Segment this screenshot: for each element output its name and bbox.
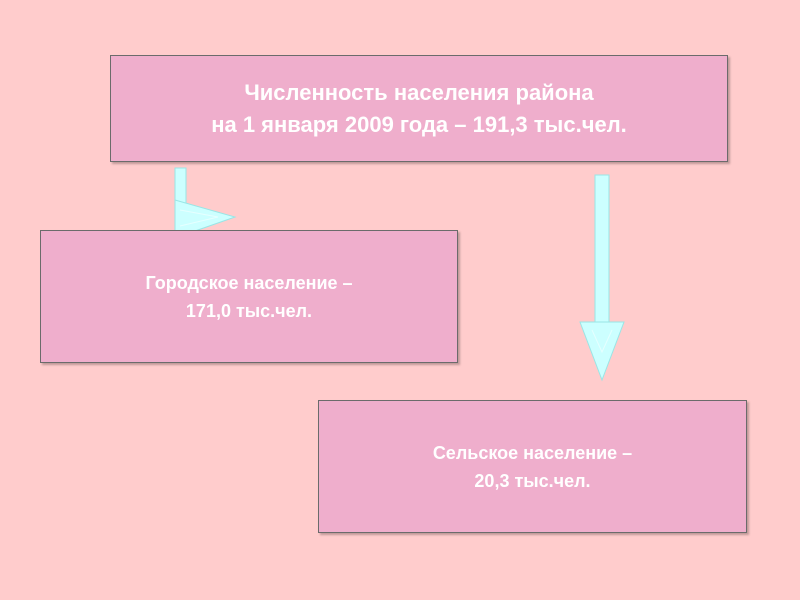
total-population-title: Численность населения района (244, 79, 594, 105)
bent-arrow-right-icon (174, 167, 237, 239)
urban-population-box: Городское население – 171,0 тыс.чел. (40, 230, 458, 363)
urban-population-value: 171,0 тыс.чел. (185, 300, 313, 321)
rural-population-box: Сельское население – 20,3 тыс.чел. (318, 400, 747, 533)
rural-population-value: 20,3 тыс.чел. (474, 470, 591, 491)
arrow-down-icon (579, 174, 625, 382)
urban-population-label: Городское население – (145, 272, 353, 293)
total-population-box: Численность населения района на 1 января… (110, 55, 728, 162)
rural-population-label: Сельское население – (432, 442, 633, 463)
total-population-value: на 1 января 2009 года – 191,3 тыс.чел. (211, 111, 627, 137)
